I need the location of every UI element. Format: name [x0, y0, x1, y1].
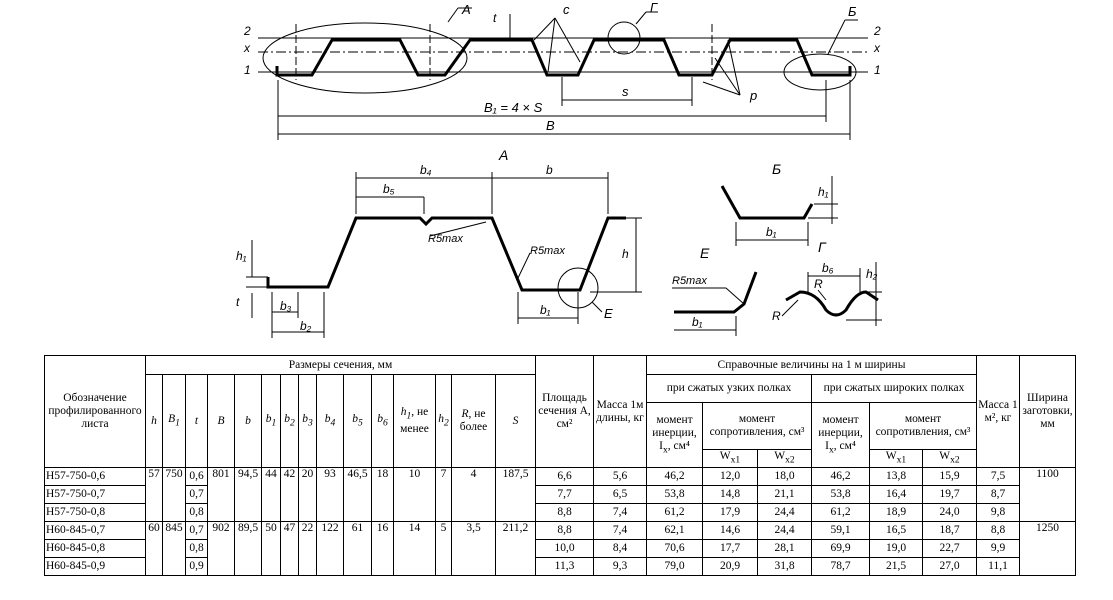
view-B-b1: b₁: [766, 225, 777, 239]
view-E-r5: R5max: [672, 275, 707, 287]
col-B1: B1: [162, 374, 186, 468]
callout-E-circle: [557, 267, 599, 309]
callout-B-ellipse: [783, 53, 857, 91]
view-G-h2: h₂: [866, 267, 878, 281]
col-b1: b1: [261, 374, 281, 468]
spec-table-body: Н57-750-0,6 57 750 0,6 801 94,5 44 42 20…: [44, 467, 1076, 576]
table-row: Н60-845-0,7 60 845 0,7 902 89,5 50 47 22…: [44, 521, 1076, 576]
callout-p-label: p: [749, 88, 757, 103]
callout-A-label: А: [461, 2, 471, 17]
top-s-label: s: [622, 84, 629, 99]
col-b4: b4: [316, 374, 344, 468]
col-S: S: [495, 374, 536, 468]
col-group-section-dims: Размеры сечения, мм: [145, 355, 536, 375]
col-b2: b2: [280, 374, 299, 468]
view-G-R2: R: [772, 309, 781, 323]
col-h1: h1, не менее: [393, 374, 436, 468]
table-row: Н57-750-0,8 0,8 8,8 7,4 61,2 17,9 24,4 6…: [44, 503, 1076, 522]
col-wx1-narrow: Wx1: [702, 449, 758, 468]
col-b3: b3: [298, 374, 317, 468]
view-A-h: h: [622, 247, 629, 261]
view-A-b1: b₁: [540, 303, 551, 317]
col-area: Площадь сечения А, см²: [535, 355, 594, 468]
level-label-x-left: x: [243, 41, 251, 55]
view-A-r5-right: R5max: [530, 245, 565, 257]
col-group-reference: Справочные величины на 1 м ширины: [646, 355, 977, 375]
view-A-h1: h₁: [236, 249, 247, 263]
top-b-label: B: [546, 118, 555, 133]
table-row: Н57-750-0,6 57 750 0,6 801 94,5 44 42 20…: [44, 467, 1076, 522]
main-profile: [275, 38, 852, 77]
view-A-b3: b₃: [280, 299, 292, 313]
col-h2: h2: [435, 374, 452, 468]
view-A-b: b: [546, 163, 553, 177]
view-G-title: Г: [818, 239, 827, 255]
col-R: R, не более: [451, 374, 496, 468]
view-A-b4: b₄: [420, 163, 432, 177]
col-mass-1m: Масса 1м длины, кг: [593, 355, 647, 468]
view-A-t: t: [236, 295, 240, 309]
table-row: Н60-845-0,8 0,8 10,0 8,4 70,6 17,7 28,1 …: [44, 539, 1076, 558]
view-B-profile: [720, 185, 814, 220]
top-b1-formula: B₁ = 4 × S: [484, 100, 543, 115]
view-A-title: А: [498, 147, 508, 163]
col-wx2-wide: Wx2: [922, 449, 977, 468]
col-group-wide: при сжатых широких полках: [811, 374, 977, 403]
col-wx2-narrow: Wx2: [757, 449, 812, 468]
table-row: Н60-845-0,9 0,9 11,3 9,3 79,0 20,9 31,8 …: [44, 557, 1076, 576]
col-designation: Обозначение профилированного листа: [44, 355, 146, 468]
view-G-R: R: [814, 277, 823, 291]
col-group-resistance-narrow: момент сопротивления, см³: [702, 402, 812, 450]
level-label-1-right: 1: [874, 63, 881, 77]
col-b5: b5: [343, 374, 372, 468]
col-t: t: [185, 374, 208, 468]
callout-G-label: Г: [650, 0, 658, 15]
level-label-2-left: 2: [243, 24, 251, 38]
table-row: Н57-750-0,7 0,7 7,7 6,5 53,8 14,8 21,1 5…: [44, 485, 1076, 504]
col-b: b: [234, 374, 262, 468]
view-E-b1: b₁: [692, 315, 703, 329]
level-label-x-right: x: [873, 41, 881, 55]
col-group-narrow: при сжатых узких полках: [646, 374, 812, 403]
col-b6: b6: [371, 374, 394, 468]
callout-G-circle: [607, 21, 641, 55]
col-h: h: [145, 374, 163, 468]
view-A-profile: [266, 216, 626, 292]
col-blank-width: Ширина заготовки, мм: [1019, 355, 1076, 468]
col-ix-narrow: момент инерции, Ix, см⁴: [646, 402, 703, 468]
col-wx1-wide: Wx1: [869, 449, 923, 468]
profile-drawing: 2 x 1 2 x 1 А Б Г c p t s B₁ = 4 × S B А…: [236, 0, 882, 338]
col-group-resistance-wide: момент сопротивления, см³: [869, 402, 977, 450]
col-mass-m2: Масса 1 м², кг: [976, 355, 1020, 468]
callout-A-ellipse: [262, 22, 468, 94]
view-B-title: Б: [772, 161, 781, 177]
view-G-profile: [785, 290, 879, 317]
view-A-r5-left: R5max: [428, 233, 463, 245]
view-A-E-ref: E: [604, 306, 613, 321]
level-label-2-right: 2: [873, 24, 881, 38]
col-ix-wide: момент инерции, Ix, см⁴: [811, 402, 870, 468]
col-B: B: [207, 374, 235, 468]
spec-table: Обозначение профилированного листа Разме…: [44, 355, 1076, 576]
view-E-profile: [674, 271, 758, 314]
callout-B-label: Б: [848, 4, 857, 19]
view-A-b5: b₅: [383, 182, 395, 196]
view-G-b6: b₆: [822, 261, 834, 275]
callout-c-label: c: [563, 2, 570, 17]
top-t-label: t: [493, 11, 497, 25]
view-B-h1: h₁: [818, 185, 829, 199]
view-A-b2: b₂: [300, 319, 312, 333]
view-E-title: E: [700, 245, 710, 261]
level-label-1-left: 1: [244, 63, 251, 77]
